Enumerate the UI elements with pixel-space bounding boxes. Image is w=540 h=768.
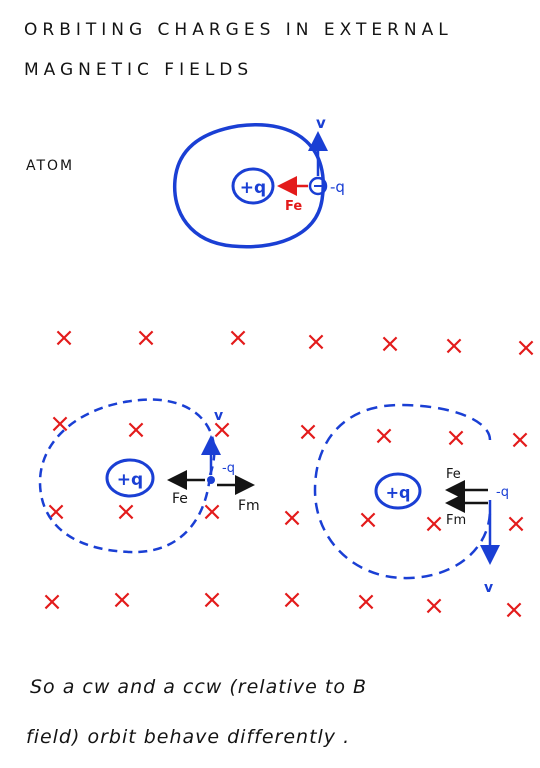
right-orbit <box>313 403 492 580</box>
right-magnetic-force-label: Fm <box>446 513 466 528</box>
atom-orbit <box>172 123 325 249</box>
atom-velocity-label: v <box>316 114 326 132</box>
field-x-marker: × <box>201 497 223 527</box>
left-electron-label: -q <box>222 461 235 476</box>
right-velocity-label: v <box>484 580 493 596</box>
field-x-marker: × <box>135 323 157 353</box>
field-x-marker: × <box>423 591 445 621</box>
title-line-2: MAGNETIC FIELDS <box>24 60 254 80</box>
right-nucleus-label: +q <box>386 483 411 502</box>
caption-line-2: field) orbit behave differently . <box>26 726 351 748</box>
atom-label: ATOM <box>26 158 75 174</box>
field-x-marker: × <box>379 329 401 359</box>
field-x-marker: × <box>125 415 147 445</box>
right-orbit-diagram: +q -q v Fe Fm <box>313 403 509 596</box>
field-x-marker: × <box>443 331 465 361</box>
magnetic-field-markers: ×××××××××××××××××××××××××××× <box>41 323 537 625</box>
atom-nucleus-label: +q <box>240 178 266 198</box>
left-electric-force-label: Fe <box>172 491 188 507</box>
field-x-marker: × <box>45 497 67 527</box>
field-x-marker: × <box>111 585 133 615</box>
field-x-marker: × <box>281 585 303 615</box>
field-x-marker: × <box>373 421 395 451</box>
field-x-marker: × <box>509 425 531 455</box>
atom-electron <box>308 176 328 196</box>
field-x-marker: × <box>41 587 63 617</box>
field-x-marker: × <box>53 323 75 353</box>
left-nucleus <box>105 458 155 498</box>
left-velocity-label: v <box>214 408 223 424</box>
right-nucleus <box>374 472 422 510</box>
field-x-marker: × <box>115 497 137 527</box>
field-x-marker: × <box>503 595 525 625</box>
left-orbit-diagram: +q -q v Fe Fm <box>38 398 260 554</box>
field-x-marker: × <box>423 509 445 539</box>
right-electric-force-label: Fe <box>446 467 461 482</box>
field-x-marker: × <box>281 503 303 533</box>
left-electron <box>207 476 215 484</box>
field-x-marker: × <box>355 587 377 617</box>
field-x-marker: × <box>297 417 319 447</box>
field-x-marker: × <box>445 423 467 453</box>
left-nucleus-label: +q <box>117 470 143 490</box>
field-x-marker: × <box>515 333 537 363</box>
atom-diagram: +q -q v Fe <box>172 114 345 249</box>
field-x-marker: × <box>201 585 223 615</box>
caption-line-1: So a cw and a ccw (relative to B <box>30 676 368 698</box>
atom-force-label: Fe <box>285 199 302 214</box>
left-orbit <box>38 398 216 554</box>
title-line-1: ORBITING CHARGES IN EXTERNAL <box>24 20 453 40</box>
atom-electron-label: -q <box>330 178 345 196</box>
field-x-marker: × <box>49 409 71 439</box>
right-electron-label: -q <box>496 485 509 500</box>
field-x-marker: × <box>357 505 379 535</box>
field-x-marker: × <box>227 323 249 353</box>
field-x-marker: × <box>505 509 527 539</box>
field-x-marker: × <box>305 327 327 357</box>
left-magnetic-force-label: Fm <box>238 498 260 514</box>
atom-nucleus <box>231 167 275 205</box>
